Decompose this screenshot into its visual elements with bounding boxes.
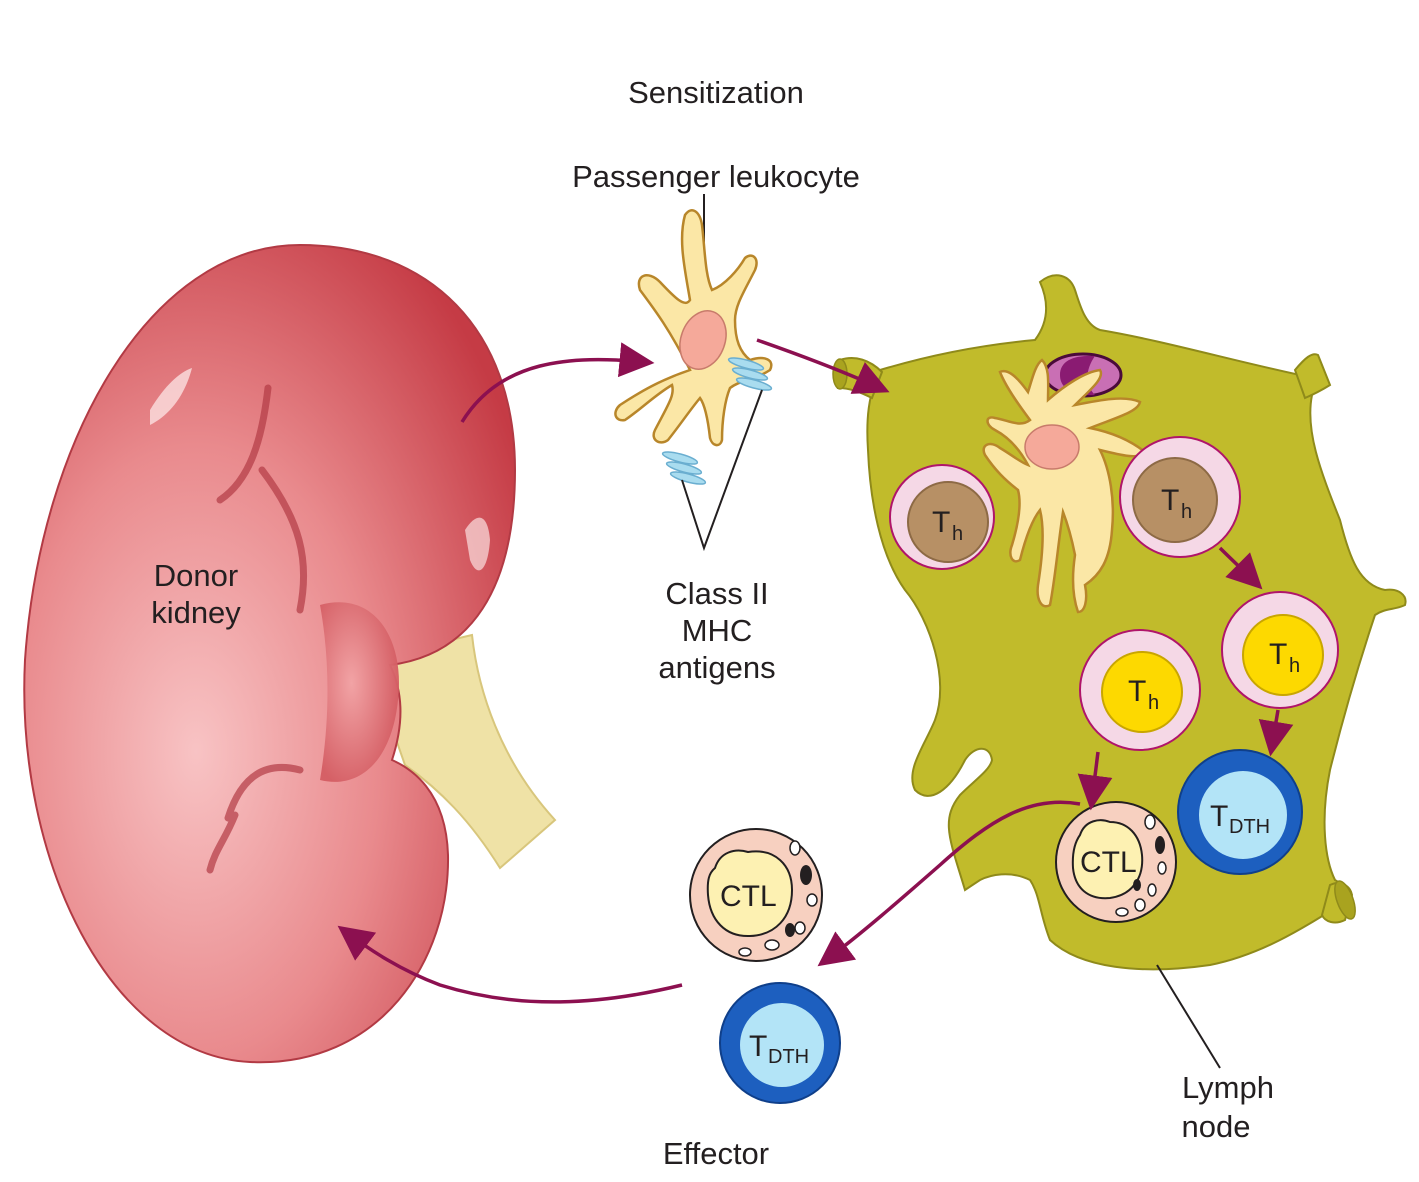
dendritic-cell-in-node	[982, 358, 1147, 614]
donor-kidney	[23, 243, 557, 1064]
th-cell-activated: T h	[1221, 591, 1339, 709]
arrow-th-to-tdth	[1258, 709, 1294, 757]
lymph-node-label-line2: node	[1182, 1109, 1251, 1144]
effector-ctl-cell: CTL	[689, 828, 823, 962]
effector-tdth-cell: T DTH	[719, 982, 841, 1104]
class-ii-label-line3: antigens	[658, 650, 775, 685]
arrow-th-to-ctl	[1077, 751, 1113, 811]
kidney-highlight	[465, 517, 490, 571]
svg-text:CTL: CTL	[720, 880, 777, 913]
arrow-leukocyte-to-node	[756, 338, 890, 394]
th-cell: T h	[889, 464, 995, 570]
svg-text:T: T	[1269, 638, 1287, 671]
ctl-cell: CTL	[1055, 801, 1177, 923]
donor-kidney-label-line2: kidney	[151, 595, 241, 630]
kidney-vessel	[206, 384, 308, 874]
lymph-node-pointer	[1156, 964, 1221, 1069]
sensitization-label: Sensitization	[628, 75, 804, 110]
arrow-th-to-th	[1218, 546, 1263, 590]
class-ii-label-line2: MHC	[682, 613, 753, 648]
kidney-highlight	[150, 368, 192, 425]
kidney-body	[23, 243, 517, 1064]
svg-text:DTH: DTH	[768, 1046, 809, 1068]
mhc-antigen-cluster	[661, 357, 773, 485]
dendritic-nucleus	[1024, 424, 1080, 470]
svg-text:T: T	[932, 506, 950, 539]
svg-text:T: T	[749, 1030, 767, 1063]
tdth-cell: T DTH	[1177, 749, 1303, 875]
svg-text:T: T	[1128, 675, 1146, 708]
passenger-leukocyte-label: Passenger leukocyte	[572, 159, 860, 194]
leukocyte-nucleus	[679, 310, 727, 370]
arrow-effector-to-kidney	[337, 925, 683, 1004]
arrow-kidney-to-leukocyte	[460, 342, 655, 423]
lymph-node-label-line1: Lymph	[1182, 1070, 1274, 1105]
th-cell-activated: T h	[1079, 629, 1201, 751]
effector-label: Effector	[663, 1136, 769, 1171]
svg-text:T: T	[1210, 800, 1228, 833]
svg-text:T: T	[1161, 484, 1179, 517]
svg-text:DTH: DTH	[1229, 816, 1270, 838]
flow-arrows	[337, 338, 1294, 1004]
class-ii-pointer	[681, 389, 763, 552]
svg-text:CTL: CTL	[1080, 846, 1137, 879]
class-ii-label-line1: Class II	[665, 576, 768, 611]
arrow-node-to-effector	[817, 800, 1081, 967]
passenger-leukocyte-cell	[614, 209, 773, 485]
svg-text:h: h	[952, 523, 963, 545]
kidney-hilum	[320, 602, 400, 782]
svg-text:h: h	[1181, 501, 1192, 523]
svg-text:h: h	[1148, 692, 1159, 714]
th-cell: T h	[1119, 436, 1241, 558]
svg-text:h: h	[1289, 655, 1300, 677]
donor-kidney-label-line1: Donor	[154, 558, 238, 593]
